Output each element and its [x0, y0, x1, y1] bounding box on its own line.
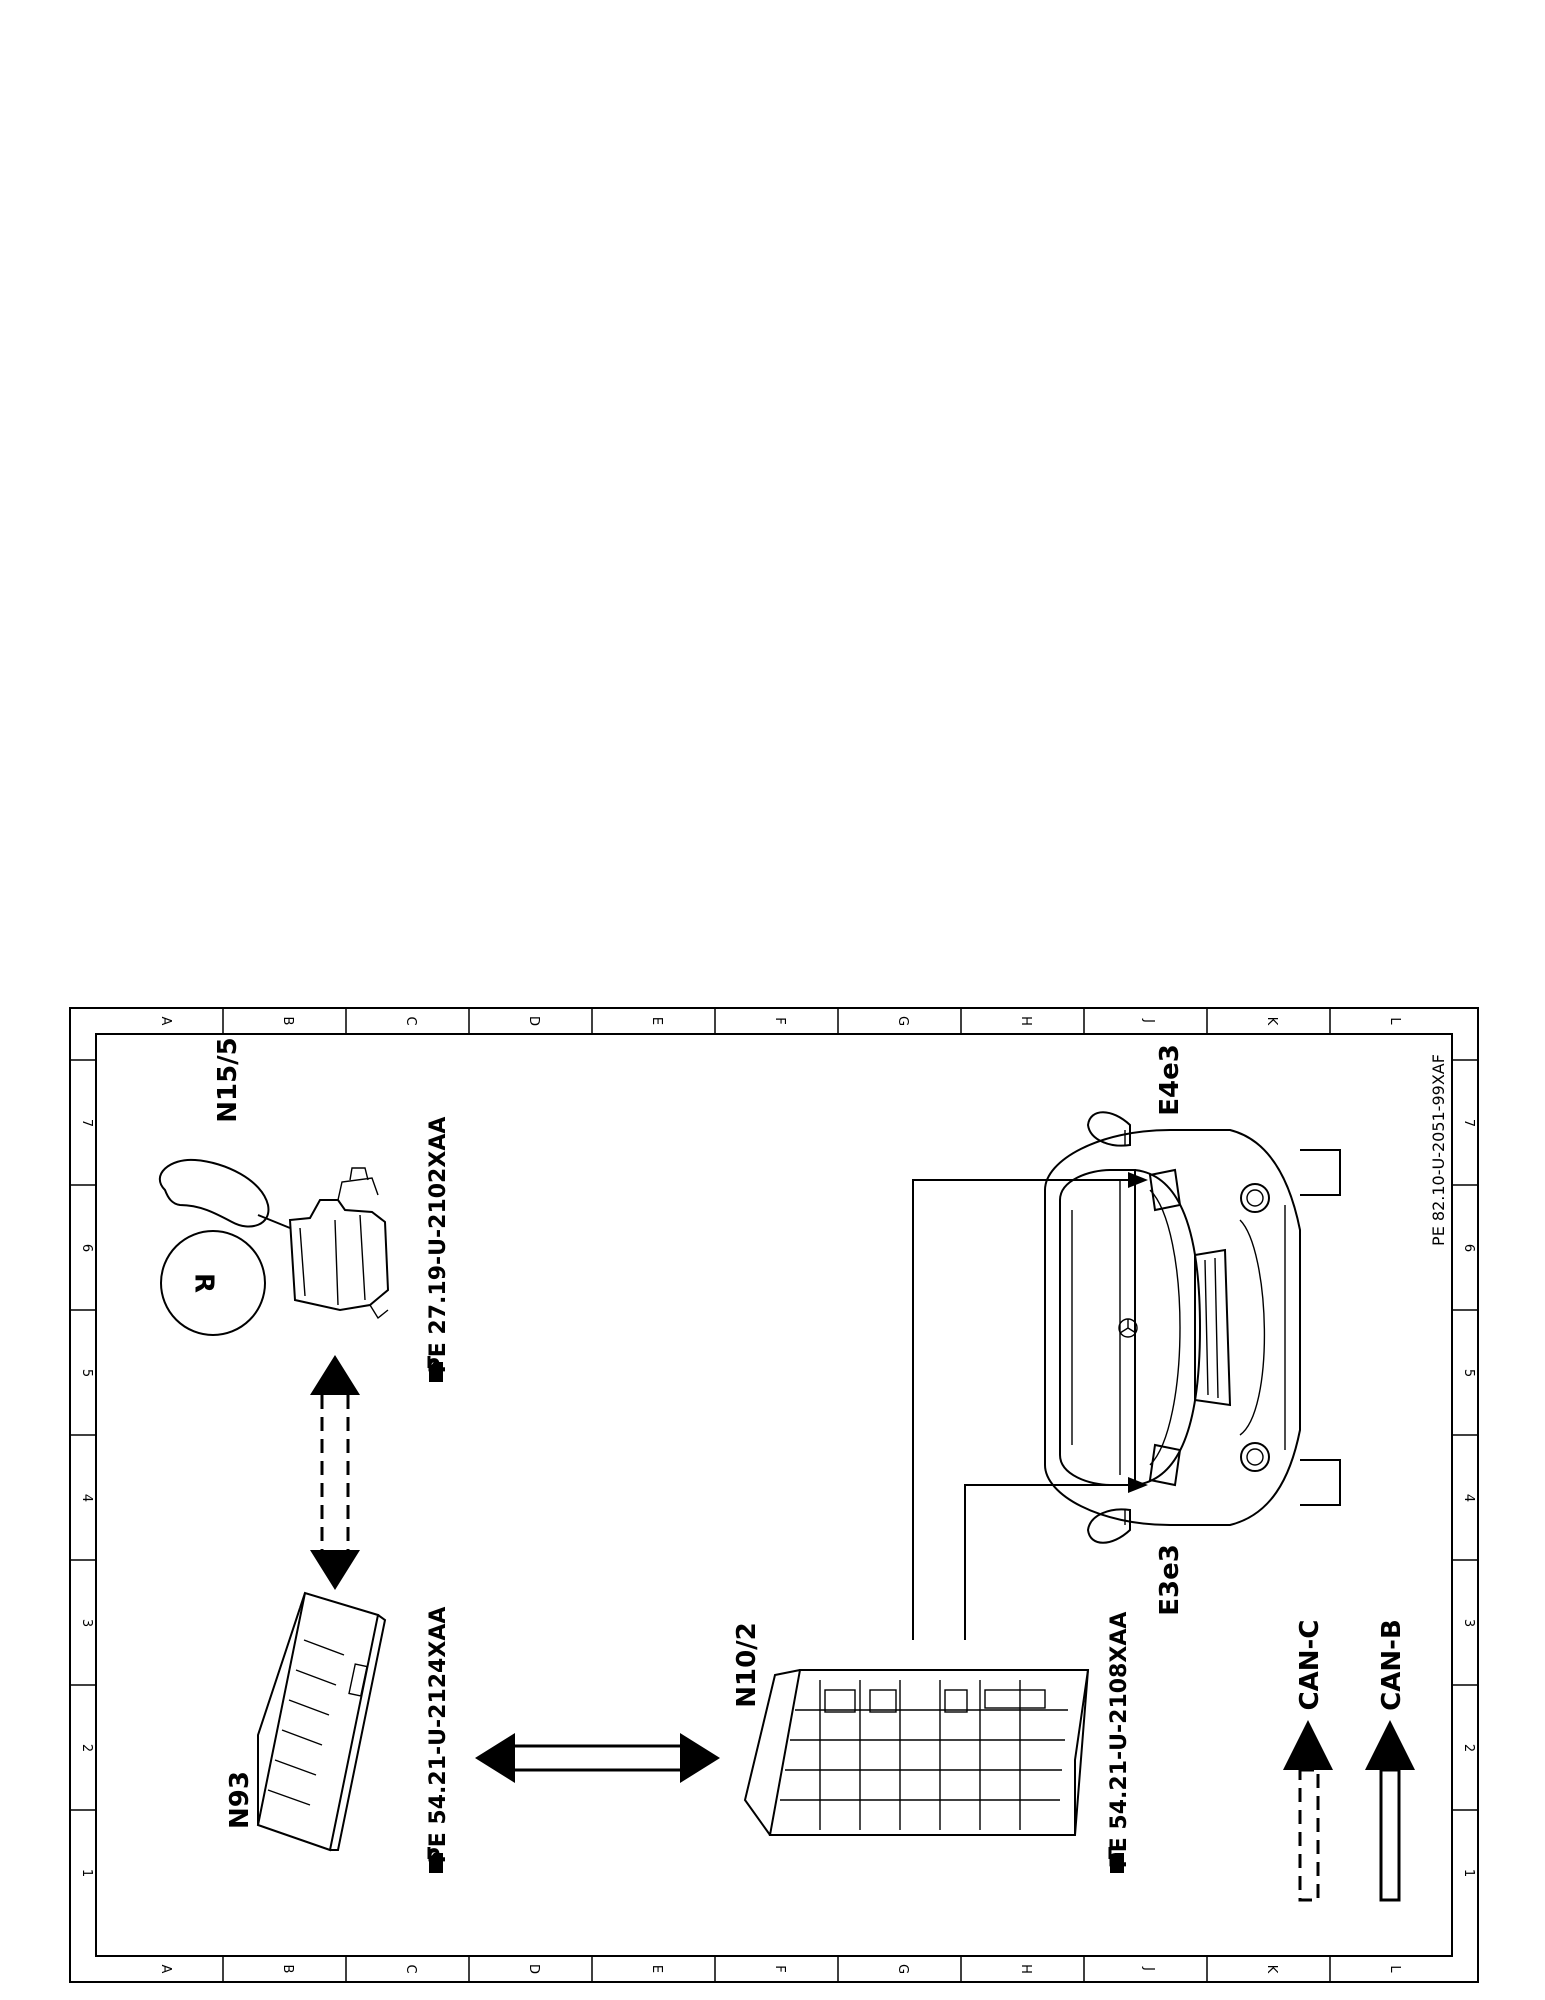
- grid-letter: B: [280, 1965, 295, 1974]
- grid-number: 5: [1461, 1369, 1476, 1377]
- grid-number: 2: [1461, 1744, 1476, 1752]
- vehicle-front-view: [1044, 1111, 1341, 1544]
- shift-shaft: [257, 1214, 291, 1229]
- gear-indicator-letter: R: [189, 1273, 219, 1293]
- grid-letter: C: [403, 1964, 418, 1973]
- grid-letter: E: [649, 1965, 664, 1973]
- grid-letters-top: A B C D E F G H J K L: [158, 1016, 1402, 1026]
- legend-can-b-label: CAN-B: [1377, 1619, 1407, 1711]
- shifter-component: R N15/5 PE 27.19-U-2102XAA: [158, 1037, 451, 1382]
- n93-module: N93 PE 54.21-U-2124XAA: [225, 1591, 451, 1873]
- grid-letter: G: [895, 1016, 910, 1026]
- grid-numbers-right: 1 2 3 4 5 6 7: [1461, 1119, 1476, 1877]
- pointing-hand-icon: [427, 1847, 443, 1873]
- lamp-left-label: E3e3: [1155, 1544, 1185, 1616]
- grid-number: 7: [1461, 1119, 1476, 1127]
- n10-reference: PE 54.21-U-2108XAA: [1107, 1612, 1132, 1873]
- n93-ref-text: PE 54.21-U-2124XAA: [426, 1607, 451, 1864]
- grid-letter: E: [649, 1017, 664, 1025]
- grid-number: 2: [79, 1744, 94, 1752]
- legend-can-b: CAN-B: [1365, 1619, 1415, 1902]
- grid-numbers-left: 1 2 3 4 5 6 7: [79, 1119, 94, 1877]
- grid-letter: F: [772, 1017, 787, 1024]
- grid-letter: G: [895, 1964, 910, 1974]
- grid-number: 4: [1461, 1494, 1476, 1502]
- pointing-hand-icon: [1108, 1847, 1124, 1873]
- lamp-right-label: E4e3: [1155, 1044, 1185, 1116]
- grid-number: 7: [79, 1119, 94, 1127]
- legend: CAN-C CAN-B: [1283, 1619, 1415, 1902]
- grid-letter: A: [158, 1017, 173, 1026]
- shifter-reference: PE 27.19-U-2102XAA: [426, 1117, 451, 1382]
- grid-number: 1: [1461, 1869, 1476, 1877]
- grid-number: 3: [79, 1619, 94, 1627]
- grid-number: 3: [1461, 1619, 1476, 1627]
- grid-number: 6: [79, 1244, 94, 1252]
- grid-number: 4: [79, 1494, 94, 1502]
- grid-letter: B: [280, 1017, 295, 1026]
- n10-label: N10/2: [732, 1622, 762, 1708]
- n93-label: N93: [225, 1771, 255, 1829]
- n10-module: N10/2 PE 54.21-U-2108XAA: [732, 1612, 1132, 1873]
- gear-indicator-icon: [160, 1230, 266, 1336]
- grid-letter: H: [1018, 1964, 1033, 1974]
- grid-letter: F: [772, 1965, 787, 1972]
- legend-can-c-label: CAN-C: [1295, 1620, 1325, 1711]
- n10-ref-text: PE 54.21-U-2108XAA: [1107, 1612, 1132, 1869]
- grid-letter: K: [1264, 1017, 1279, 1026]
- can-b-link-n93-n10: [475, 1733, 720, 1783]
- pointing-hand-icon: [427, 1356, 443, 1382]
- shifter-ref-text: PE 27.19-U-2102XAA: [426, 1117, 451, 1374]
- grid-letter: A: [158, 1965, 173, 1974]
- diagram-frame: [69, 1007, 1479, 1983]
- shift-knob: [158, 1158, 270, 1228]
- grid-letter: C: [403, 1016, 418, 1025]
- lamp-left-icon: [1148, 1443, 1182, 1487]
- grid-letter: H: [1018, 1016, 1033, 1026]
- grid-letter: J: [1141, 1966, 1156, 1971]
- shifter-label: N15/5: [213, 1037, 243, 1123]
- shifter-body: [288, 1199, 390, 1312]
- grid-letter: J: [1141, 1018, 1156, 1023]
- can-c-link-shifter-n93: [310, 1355, 360, 1590]
- grid-letter: D: [526, 1016, 541, 1026]
- grid-letter: L: [1387, 1965, 1402, 1973]
- lamp-wires: [912, 1172, 1148, 1640]
- grid-number: 5: [79, 1369, 94, 1377]
- n93-face: [256, 1591, 380, 1852]
- lamp-right-icon: [1148, 1168, 1182, 1212]
- grid-letter: D: [526, 1964, 541, 1974]
- document-code: PE 82.10-U-2051-99XAF: [1429, 1054, 1448, 1246]
- n93-reference: PE 54.21-U-2124XAA: [426, 1607, 451, 1873]
- grid-letter: K: [1264, 1965, 1279, 1974]
- grid-number: 1: [79, 1869, 94, 1877]
- grid-number: 6: [1461, 1244, 1476, 1252]
- legend-can-c: CAN-C: [1283, 1620, 1333, 1902]
- grid-letter: L: [1387, 1017, 1402, 1025]
- n10-body: [768, 1669, 1090, 1836]
- grid-letters-bottom: A B C D E F G H J K L: [158, 1964, 1402, 1974]
